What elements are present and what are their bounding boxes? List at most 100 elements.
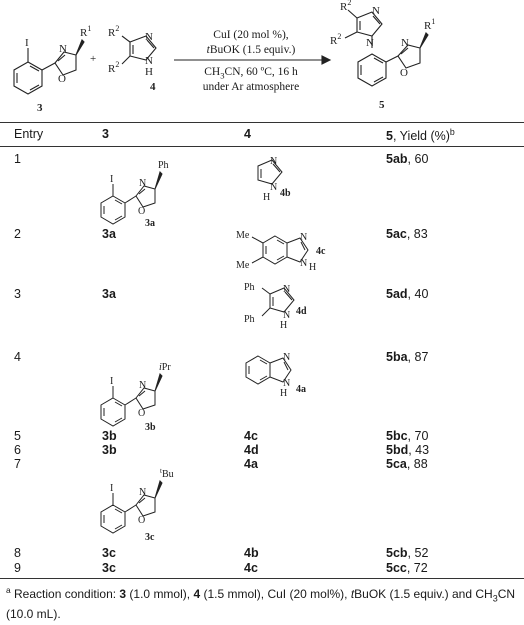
condition-solvent-sub: 3 [220, 70, 225, 81]
footnote-marker: a [6, 585, 11, 595]
s4a-n: N [283, 352, 290, 363]
header-col-5: 5, Yield (%)b [386, 127, 455, 143]
row-7-entry: 7 [14, 457, 21, 471]
footnote-bold-3: 3 [119, 587, 127, 601]
scheme-r2a-5: R2 [340, 0, 351, 13]
scheme-n-5a: N [372, 5, 380, 17]
row-6-entry: 6 [14, 443, 21, 457]
footnote-bold-4: 4 [193, 587, 201, 601]
row-1-product: 5ab [386, 152, 408, 166]
row-8-value: , 52 [407, 546, 429, 560]
s4b-h: H [263, 192, 270, 203]
row-6-value: , 43 [408, 443, 430, 457]
condition-line-3: CH3CN, 60 ºC, 16 h [176, 65, 326, 83]
s4d-nh: N [283, 310, 290, 321]
s3c-oxygen: O [138, 515, 145, 526]
header-col-3: 3 [102, 127, 109, 141]
row-7-yield: 5ca, 88 [386, 457, 428, 471]
scheme-nh-4: N [145, 55, 153, 67]
s4d-h: H [280, 320, 287, 331]
row-6-col4: 4d [244, 443, 259, 457]
table-top-rule [0, 122, 524, 123]
s4d-label: 4d [296, 306, 307, 317]
scheme-r1-3: R1 [80, 24, 91, 39]
scheme-r2a-4: R2 [108, 24, 119, 39]
row-9-product: 5cc [386, 561, 407, 575]
product-5-label: 5 [379, 99, 385, 111]
row-3-value: , 40 [407, 287, 429, 301]
scheme-iodine-3: I [25, 37, 29, 49]
scheme-n-4: N [145, 31, 153, 43]
footnote-italic-t: t [350, 587, 355, 601]
row-8-col4: 4b [244, 546, 259, 560]
row-6-yield: 5bd, 43 [386, 443, 429, 457]
condition-line-4: under Ar atmosphere [202, 81, 300, 93]
row-8-product: 5cb [386, 546, 408, 560]
condition-temp-time: CN, 60 ºC, 16 h [224, 66, 298, 78]
row-2-entry: 2 [14, 227, 21, 241]
row-3-col3: 3a [102, 287, 116, 301]
s3b-label: 3b [145, 422, 156, 433]
scheme-r1-5: R1 [424, 17, 435, 32]
s3b-substituent: iPr [159, 362, 171, 373]
s4b-nh: N [270, 182, 277, 193]
s4d-ph-bottom: Ph [244, 314, 255, 325]
s4d-ph-top: Ph [244, 282, 255, 293]
header-col-4: 4 [244, 127, 251, 141]
header-col-5-sup: b [449, 127, 455, 137]
s4a-h: H [280, 388, 287, 399]
condition-t-italic: t [206, 44, 210, 56]
header-col-5-text: , Yield (%) [392, 129, 450, 144]
row-9-yield: 5cc, 72 [386, 561, 428, 575]
s4a-label: 4a [296, 384, 306, 395]
row-2-yield: 5ac, 83 [386, 227, 428, 241]
header-col-5-bold: 5 [386, 129, 393, 144]
s4c-me-top: Me [236, 230, 250, 241]
s4b-n: N [270, 156, 277, 167]
scheme-n-5c: N [401, 37, 409, 49]
row-7-product: 5ca [386, 457, 407, 471]
condition-base: BuOK (1.5 equiv.) [209, 44, 296, 56]
s3a-oxygen: O [138, 206, 145, 217]
row-9-col3: 3c [102, 561, 116, 575]
row-5-product: 5bc [386, 429, 408, 443]
row-2-product: 5ac [386, 227, 407, 241]
scheme-r2b-5: R2 [330, 32, 341, 47]
scheme-o-5: O [400, 67, 408, 79]
s4c-nh: N [300, 258, 307, 269]
plus-sign: + [90, 53, 96, 65]
row-7-value: , 88 [406, 457, 428, 471]
row-6-col3: 3b [102, 443, 117, 457]
row-5-entry: 5 [14, 429, 21, 443]
s3a-iodine: I [110, 174, 113, 185]
s4c-h: H [309, 262, 316, 273]
row-8-entry: 8 [14, 546, 21, 560]
row-3-yield: 5ad, 40 [386, 287, 428, 301]
footnote-text-4: BuOK (1.5 equiv.) and CH [354, 587, 493, 601]
s3b-oxygen: O [138, 408, 145, 419]
reactant-3-label: 3 [37, 102, 43, 114]
condition-line-2: tBuOK (1.5 equiv.) [176, 43, 326, 58]
footnote-sub-3: 3 [492, 593, 498, 604]
row-9-entry: 9 [14, 561, 21, 575]
s4c-me-bottom: Me [236, 260, 250, 271]
s4a-nh: N [283, 378, 290, 389]
s3c-label: 3c [145, 532, 155, 543]
s3a-nitrogen: N [139, 178, 146, 189]
row-1-value: , 60 [407, 152, 429, 166]
s4c-n: N [300, 232, 307, 243]
row-4-entry: 4 [14, 350, 21, 364]
row-4-value: , 87 [407, 350, 429, 364]
scheme-n-5b: N [366, 37, 374, 49]
s3c-iodine: I [110, 483, 113, 494]
row-4-yield: 5ba, 87 [386, 350, 428, 364]
table-footnote: a Reaction condition: 3 (1.0 mmol), 4 (1… [6, 582, 518, 622]
row-8-yield: 5cb, 52 [386, 546, 428, 560]
row-9-col4: 4c [244, 561, 258, 575]
s4d-n: N [283, 284, 290, 295]
s4b-label: 4b [280, 188, 291, 199]
row-3-entry: 3 [14, 287, 21, 301]
s3a-substituent: Ph [158, 160, 169, 171]
footnote-text-2: (1.0 mmol), [126, 587, 194, 601]
row-2-value: , 83 [406, 227, 428, 241]
